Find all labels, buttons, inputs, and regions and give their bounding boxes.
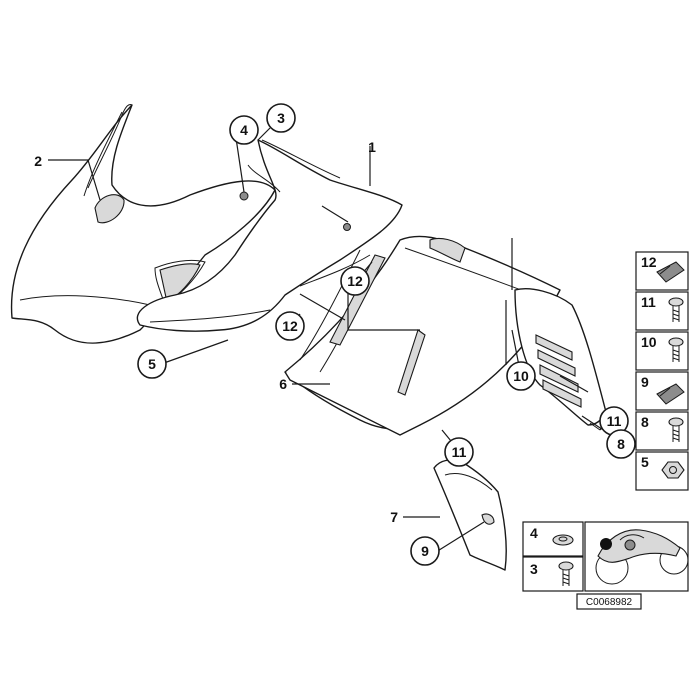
svg-text:7: 7	[390, 509, 398, 525]
svg-text:3: 3	[277, 110, 285, 126]
callout-11-right: 11	[599, 406, 629, 436]
svg-text:10: 10	[513, 368, 529, 384]
svg-text:2: 2	[34, 153, 42, 169]
front-fairing-part	[10, 104, 276, 344]
callout-9: 9	[410, 536, 440, 566]
callout-7: 7	[390, 509, 398, 525]
svg-text:4: 4	[240, 122, 248, 138]
callout-11-lower: 11	[444, 437, 474, 467]
motorcycle-locator-icon	[595, 529, 689, 585]
svg-text:11: 11	[452, 444, 467, 460]
callout-12-lower: 12	[275, 311, 305, 341]
callout-5: 5	[137, 349, 167, 379]
side-panel-part	[136, 139, 403, 332]
speed-nut-icon	[656, 383, 685, 405]
svg-text:11: 11	[607, 413, 622, 429]
construction-lines	[299, 205, 513, 365]
callout-3: 3	[266, 103, 296, 133]
callout-6: 6	[279, 376, 287, 392]
svg-text:12: 12	[641, 254, 657, 270]
hex-nut-icon	[661, 461, 685, 479]
callout-2: 2	[34, 153, 42, 169]
svg-text:3: 3	[530, 561, 538, 577]
svg-text:5: 5	[641, 454, 649, 470]
screw-icon	[668, 417, 684, 442]
svg-text:11: 11	[641, 294, 656, 310]
svg-text:4: 4	[530, 525, 538, 541]
callout-4: 4	[229, 115, 259, 145]
speed-nut-icon	[656, 261, 685, 283]
svg-text:8: 8	[641, 414, 649, 430]
diagram-code: C0068982	[586, 597, 633, 608]
callout-12-upper: 12	[340, 266, 370, 296]
hardware-legend: 12 11 10 9 8	[522, 251, 689, 610]
svg-text:8: 8	[617, 436, 625, 452]
svg-text:1: 1	[368, 139, 376, 155]
svg-text:5: 5	[148, 356, 156, 372]
svg-text:9: 9	[421, 543, 429, 559]
svg-text:9: 9	[641, 374, 649, 390]
svg-text:6: 6	[279, 376, 287, 392]
inner-panel-part	[284, 235, 561, 436]
screw-icon	[558, 561, 574, 586]
vent-panel-part	[514, 288, 607, 431]
cover-plate-part	[433, 459, 507, 571]
svg-text:10: 10	[641, 334, 657, 350]
screw-icon	[668, 337, 684, 362]
callout-10: 10	[506, 361, 536, 391]
screw-icon	[668, 297, 684, 322]
callout-8: 8	[606, 429, 636, 459]
svg-text:12: 12	[347, 273, 363, 289]
callout-1: 1	[368, 139, 376, 155]
svg-text:12: 12	[282, 318, 298, 334]
washer-icon	[552, 534, 574, 546]
